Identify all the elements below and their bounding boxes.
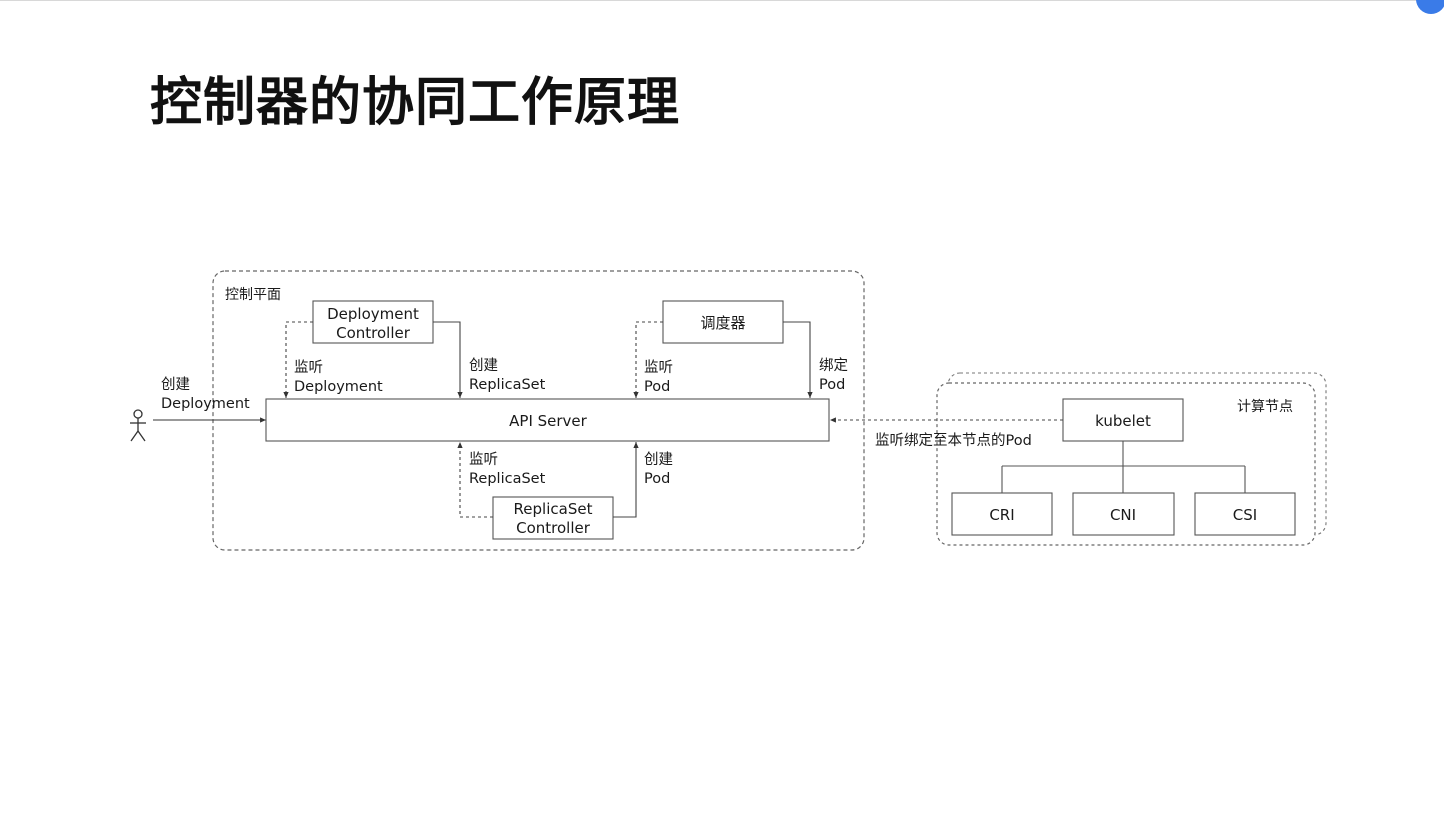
scheduler-box[interactable] [662,300,784,344]
csi-box[interactable] [1194,492,1296,536]
api-server-box[interactable] [265,398,830,442]
create-pod-label-line2: Pod [644,471,670,487]
user-icon [130,409,146,442]
create-deployment-label-line2: Deployment [161,396,250,412]
create-replicaset-label-line1: 创建 [469,357,498,374]
corner-badge[interactable] [1416,0,1444,14]
kubelet-interface-connectors [1001,441,1246,493]
kubelet-label: kubelet [1095,412,1151,430]
watch-deployment-label-line2: Deployment [294,379,383,395]
replicaset-controller-line2: Controller [516,519,591,537]
watch-replicaset-label-line2: ReplicaSet [469,471,546,487]
cri-box[interactable] [951,492,1053,536]
watch-pod-edge [633,321,663,398]
watch-deployment-edge [283,321,313,398]
watch-pod-label-line2: Pod [644,379,670,395]
cni-box[interactable] [1072,492,1175,536]
control-plane-region [212,270,865,551]
watch-deployment-label-line1: 监听 [294,359,323,376]
cri-label: CRI [989,506,1014,524]
deployment-controller-line1: Deployment [327,305,419,323]
compute-node-region-back [947,372,1327,536]
bind-pod-label-line1: 绑定 [819,357,848,374]
bind-pod-edge [783,321,813,398]
bind-pod-label-line2: Pod [819,377,845,393]
create-replicaset-edge [433,321,463,398]
create-pod-edge [613,442,639,518]
deployment-controller-line2: Controller [336,324,411,342]
create-deployment-label-line1: 创建 [161,376,190,393]
csi-label: CSI [1233,506,1257,524]
scheduler-label: 调度器 [700,314,745,332]
create-pod-label-line1: 创建 [644,451,673,468]
create-replicaset-label-line2: ReplicaSet [469,377,546,393]
deployment-controller-box[interactable] [312,300,434,344]
kubelet-box[interactable] [1062,398,1184,442]
watch-pod-label-line1: 监听 [644,359,673,376]
control-plane-label: 控制平面 [225,287,281,303]
top-divider [0,0,1444,1]
replicaset-controller-line1: ReplicaSet [514,500,593,518]
watch-replicaset-edge [457,442,493,518]
compute-node-label: 计算节点 [1237,399,1293,415]
replicaset-controller-box[interactable] [492,496,614,540]
watch-bound-pod-label: 监听绑定至本节点的Pod [875,432,1032,449]
slide-title: 控制器的协同工作原理 [150,73,681,133]
api-server-label: API Server [509,412,588,430]
watch-replicaset-label-line1: 监听 [469,451,498,468]
cni-label: CNI [1110,506,1136,524]
